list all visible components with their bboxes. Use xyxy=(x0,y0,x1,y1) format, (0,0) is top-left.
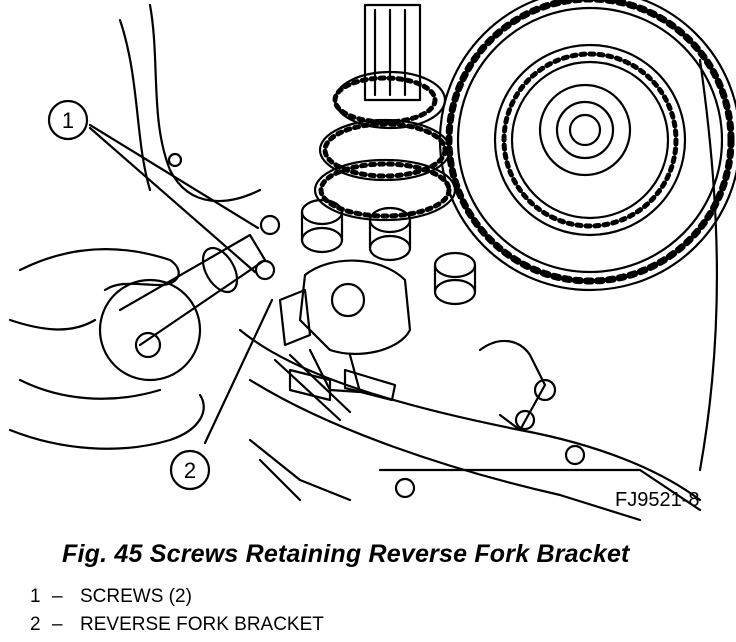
legend-number: 2 xyxy=(30,614,41,635)
legend-item-screws: 1–SCREWS (2) xyxy=(30,586,192,608)
legend-number: 1 xyxy=(30,586,41,607)
case-right-edge xyxy=(698,58,719,472)
lower-plate xyxy=(378,468,702,512)
hand-outline xyxy=(8,247,205,450)
wrench-tool xyxy=(98,214,281,382)
callout-1: 1 xyxy=(62,108,74,133)
figure-caption: Fig. 45 Screws Retaining Reverse Fork Br… xyxy=(62,540,630,568)
legend-label: SCREWS (2) xyxy=(80,586,192,607)
large-gear xyxy=(438,0,736,292)
transmission-line-drawing: 1 2 FJ9521-8 xyxy=(8,0,736,522)
case-outline xyxy=(148,3,262,203)
case-outline-left xyxy=(118,18,152,192)
callout-2: 2 xyxy=(184,458,196,483)
callout-leaders xyxy=(88,123,274,445)
callout-circle-1 xyxy=(47,99,89,141)
legend-dash: – xyxy=(52,586,63,607)
reverse-fork-bracket-drawing xyxy=(273,259,412,422)
case-flange xyxy=(238,328,702,502)
gear-cluster xyxy=(313,3,457,222)
rail-bosses xyxy=(300,198,477,306)
case-flange-inner xyxy=(248,378,642,522)
shift-linkage xyxy=(167,152,586,502)
legend-item-reverse-fork-bracket: 2–REVERSE FORK BRACKET xyxy=(30,614,324,636)
legend-label: REVERSE FORK BRACKET xyxy=(80,614,324,635)
figure-code: FJ9521-8 xyxy=(615,489,700,511)
legend-dash: – xyxy=(52,614,63,635)
callout-circle-2 xyxy=(169,449,211,491)
